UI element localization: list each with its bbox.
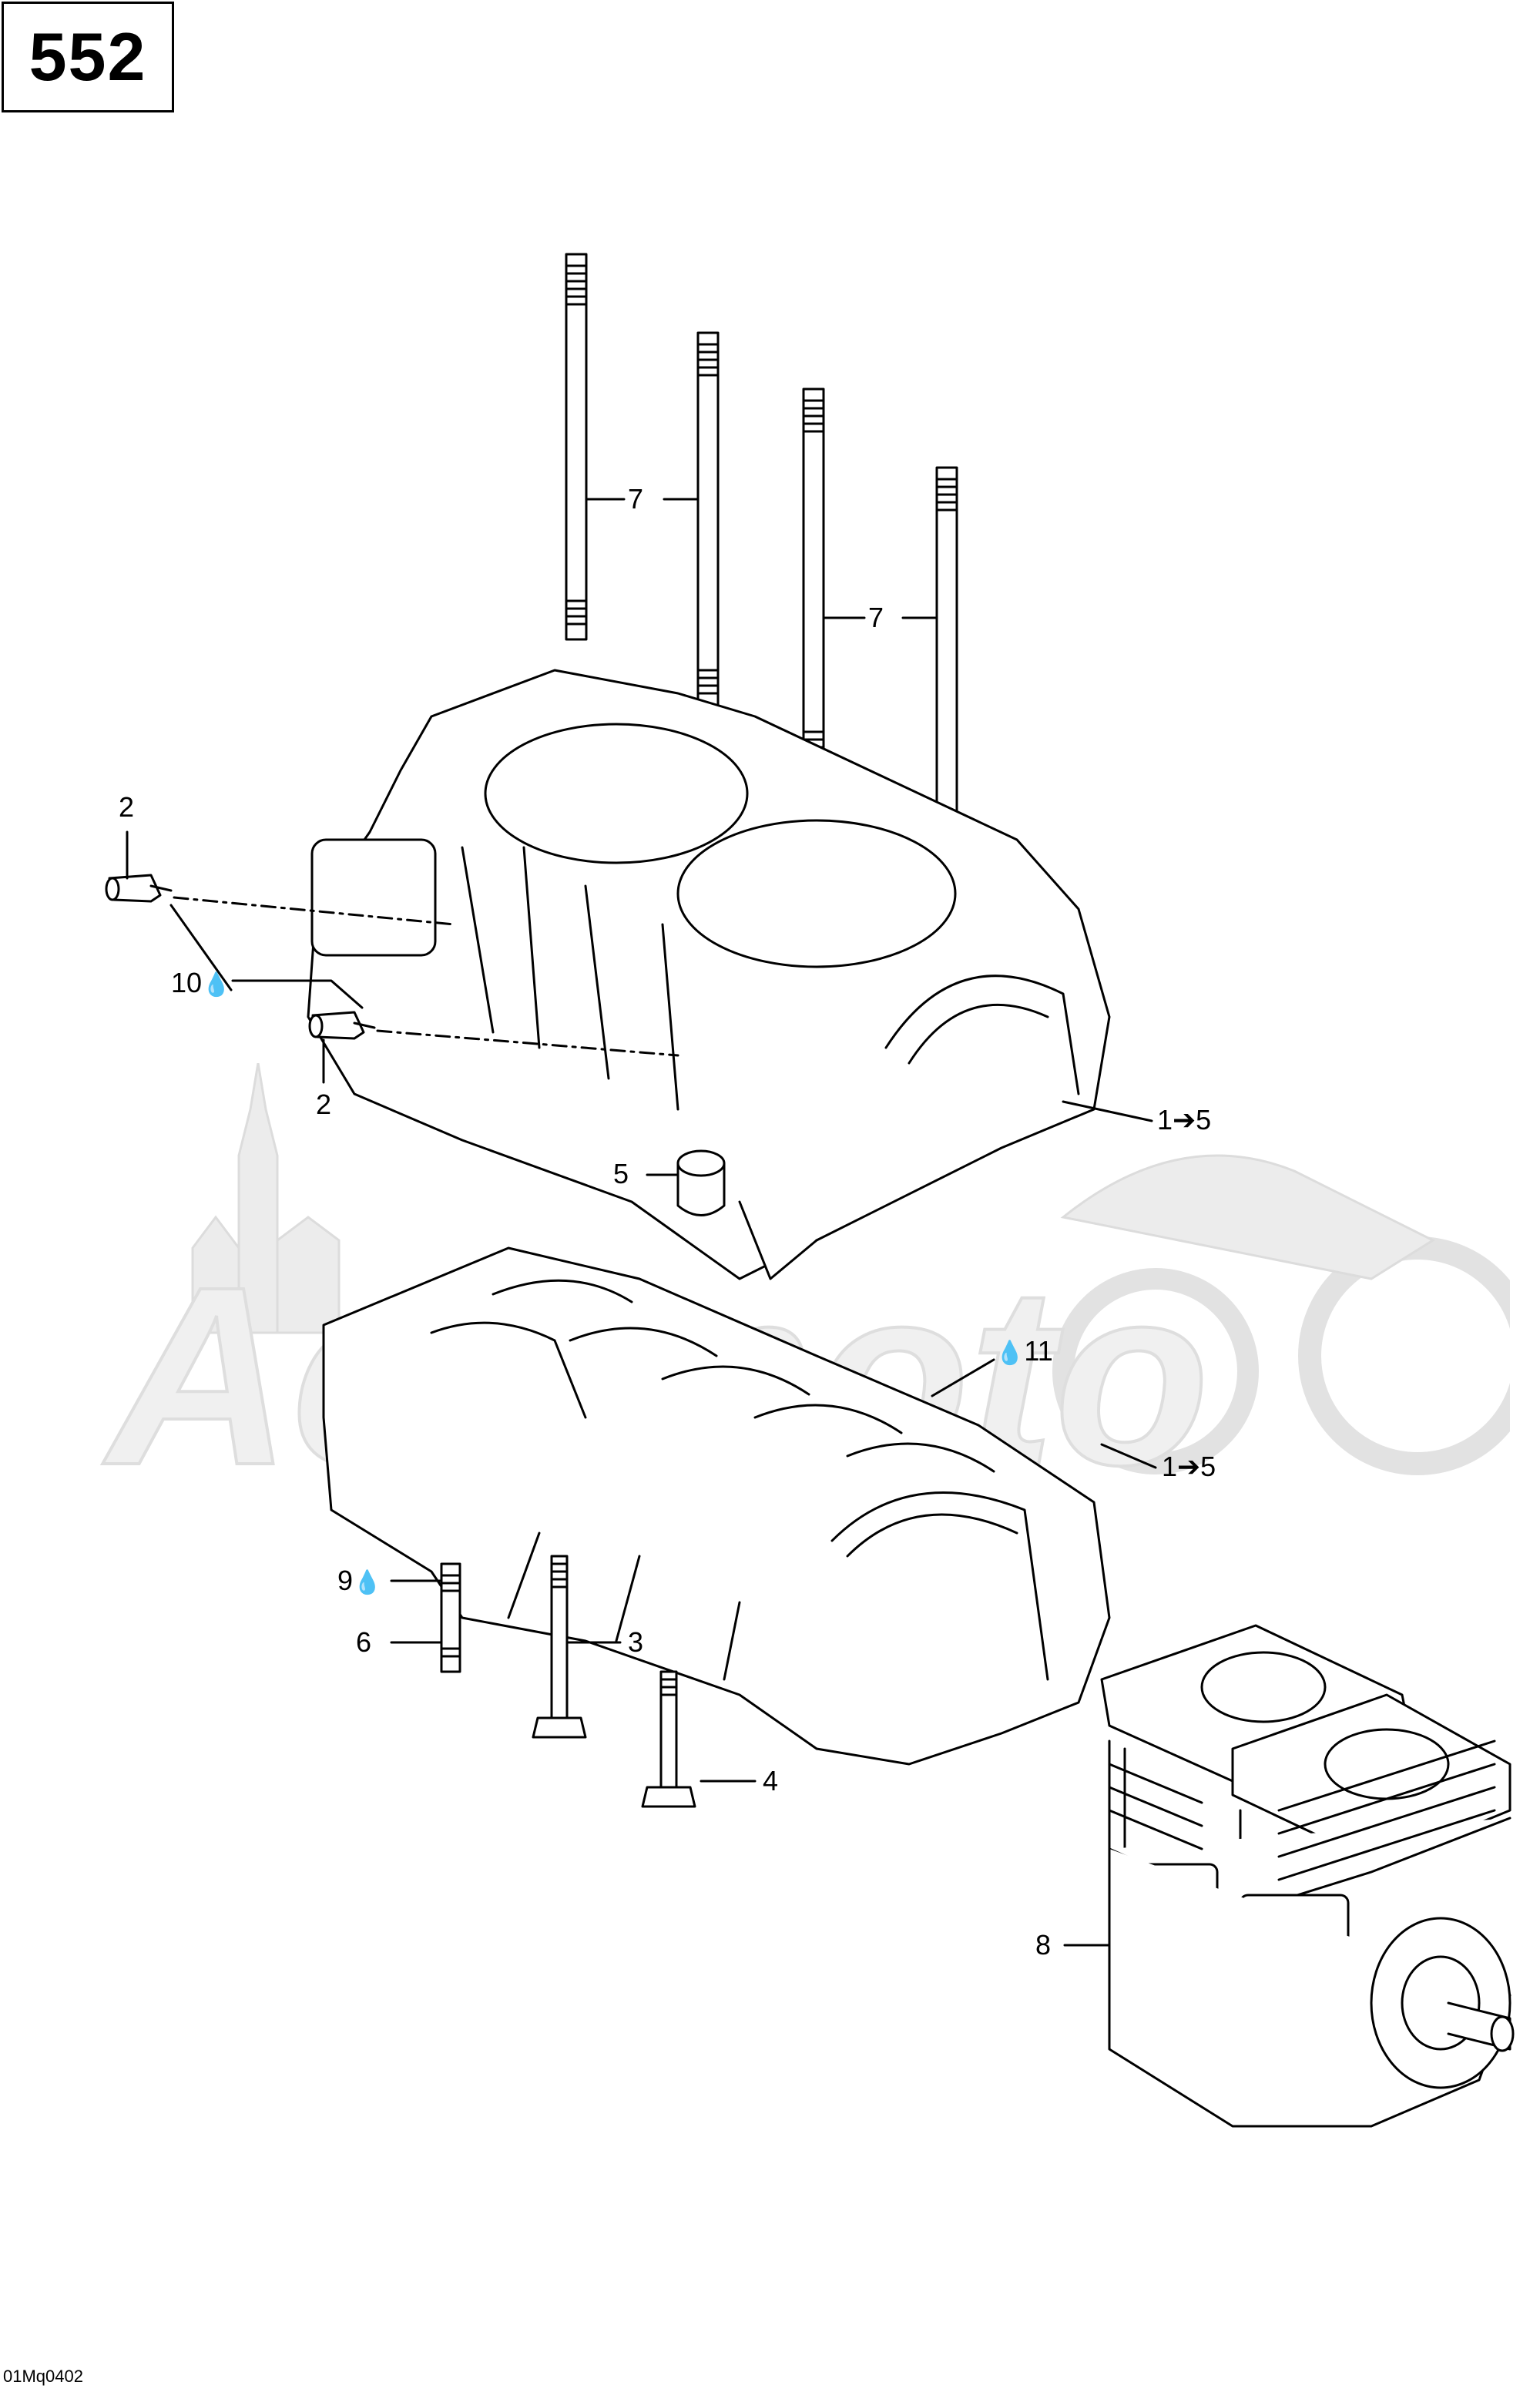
callout-9: 9💧 (337, 1565, 382, 1596)
stud-7-a (565, 253, 588, 641)
callout-6: 6 (356, 1626, 372, 1658)
part-5 (676, 1149, 726, 1216)
page-number-box: 552 (2, 2, 174, 112)
lower-crankcase (322, 1246, 1111, 1766)
callout-1-5-lower: 1➔5 (1162, 1451, 1216, 1482)
plug-2-bottom (308, 1011, 376, 1040)
callout-2-lower: 2 (316, 1089, 332, 1120)
oil-drop-icon: 💧 (202, 972, 231, 998)
engine-assembly-8 (1100, 1624, 1515, 2128)
oil-drop-icon: 💧 (995, 1340, 1025, 1366)
callout-3: 3 (628, 1626, 644, 1658)
stud-7-b (696, 331, 720, 712)
callout-7-upper: 7 (628, 483, 644, 515)
callout-7-lower: 7 (868, 602, 884, 633)
upper-crankcase (307, 669, 1111, 1280)
oil-drop-icon: 💧 (353, 1570, 382, 1595)
image-code: 01Mq0402 (3, 2367, 83, 2386)
callout-2-upper: 2 (119, 791, 135, 823)
callout-4: 4 (763, 1765, 779, 1797)
callout-11: 💧11 (995, 1335, 1053, 1367)
leader-lines (126, 498, 1157, 1947)
callout-8: 8 (1035, 1929, 1052, 1961)
callout-10: 10💧 (171, 967, 231, 998)
plug-2-top (105, 874, 173, 903)
stud-6 (440, 1562, 461, 1673)
stud-7-d (935, 466, 958, 854)
bolt-4 (641, 1670, 696, 1808)
callout-1-5-upper: 1➔5 (1157, 1104, 1212, 1136)
page-number: 552 (29, 18, 147, 95)
callout-5: 5 (613, 1158, 629, 1189)
stud-7-c (802, 387, 825, 772)
bolt-3 (532, 1555, 587, 1739)
